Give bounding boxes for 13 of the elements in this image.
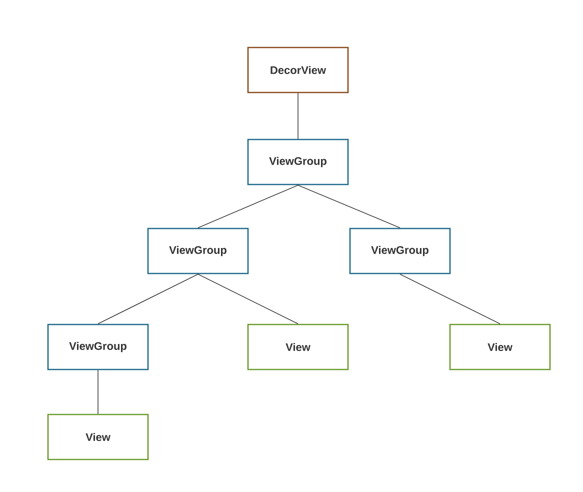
tree-node-box: View	[449, 324, 551, 370]
tree-node-box: ViewGroup	[247, 138, 349, 186]
connector-line	[98, 274, 198, 324]
tree-node-box: View	[47, 414, 149, 460]
connector-line	[400, 274, 500, 324]
tree-node-box: DecorView	[247, 46, 349, 94]
tree-node-box: ViewGroup	[349, 228, 451, 274]
tree-node-box: View	[247, 324, 349, 370]
connector-line	[198, 274, 298, 324]
tree-node-box: ViewGroup	[147, 228, 249, 274]
connector-line	[198, 184, 298, 228]
tree-node-box: ViewGroup	[47, 324, 149, 370]
connector-line	[298, 184, 400, 228]
